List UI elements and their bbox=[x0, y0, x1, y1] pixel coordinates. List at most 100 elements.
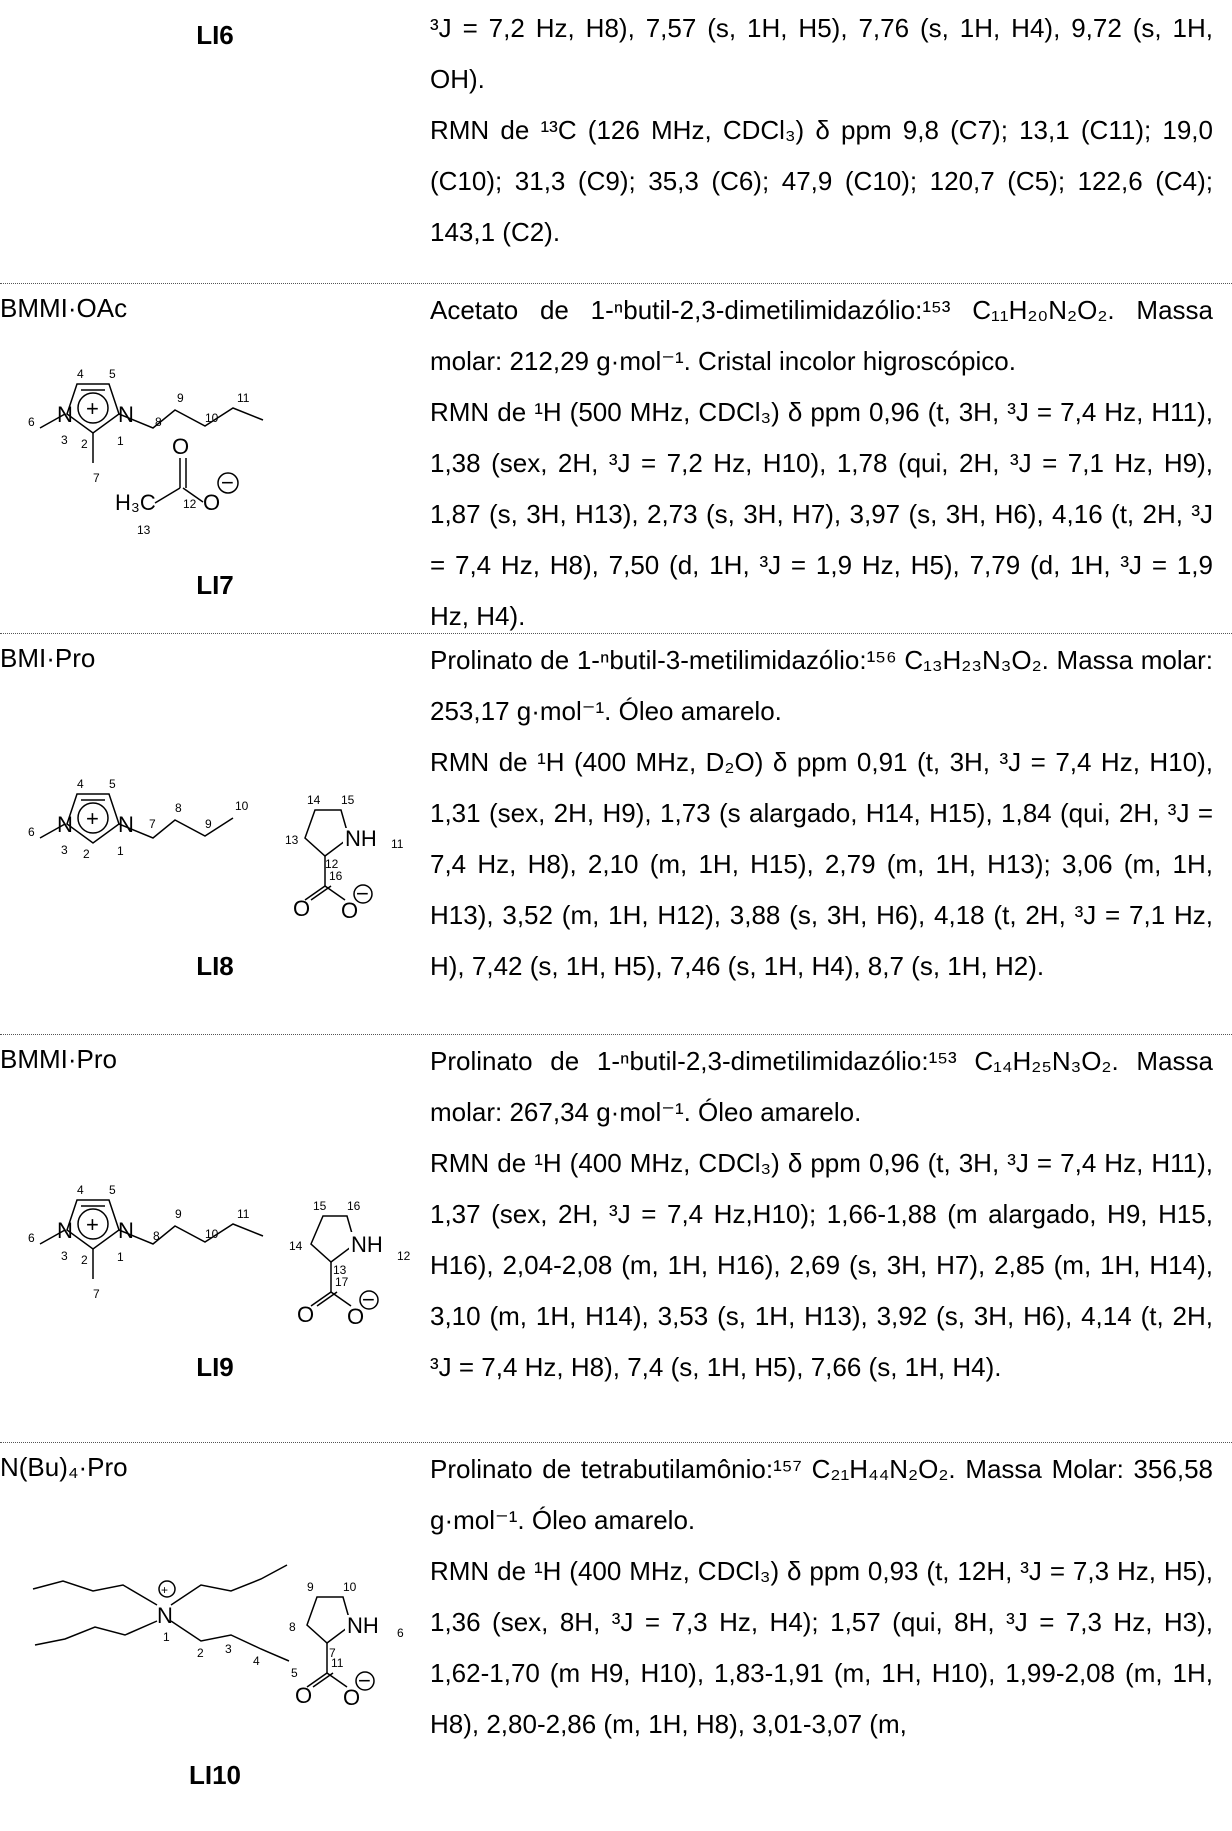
svg-text:2: 2 bbox=[81, 1253, 88, 1267]
svg-text:12: 12 bbox=[183, 497, 197, 511]
svg-text:3: 3 bbox=[61, 1249, 68, 1263]
row-divider bbox=[0, 633, 1232, 634]
description-paragraph: RMN de ¹H (400 MHz, CDCl₃) δ ppm 0,96 (t… bbox=[430, 1148, 1213, 1382]
svg-text:1: 1 bbox=[117, 1250, 124, 1264]
svg-text:8: 8 bbox=[155, 415, 162, 429]
entry-row-li7: BMMI·OAc N N O O H bbox=[0, 283, 1232, 633]
entry-row-li10: N(Bu)₄·Pro N + NH bbox=[0, 1442, 1232, 1831]
description-paragraph: RMN de ¹³C (126 MHz, CDCl₃) δ ppm 9,8 (C… bbox=[430, 115, 1213, 247]
compound-description: Acetato de 1-ⁿbutil-2,3-dimetilimidazóli… bbox=[430, 285, 1213, 642]
chemical-structure: N N O O H₃C + − 4 5 6 3 2 1 8 9 10 11 7 … bbox=[28, 367, 264, 537]
charge-label: + bbox=[86, 396, 99, 421]
compound-name: BMMI·OAc bbox=[0, 293, 128, 323]
svg-text:6: 6 bbox=[28, 415, 35, 429]
svg-text:16: 16 bbox=[347, 1199, 361, 1213]
svg-text:10: 10 bbox=[205, 411, 219, 425]
svg-text:2: 2 bbox=[197, 1646, 204, 1660]
svg-text:5: 5 bbox=[109, 1183, 116, 1197]
atom-label: N bbox=[118, 402, 134, 427]
description-cell: Acetato de 1-ⁿbutil-2,3-dimetilimidazóli… bbox=[430, 283, 1213, 633]
svg-text:5: 5 bbox=[109, 367, 116, 381]
svg-text:4: 4 bbox=[77, 1183, 84, 1197]
compound-code: LI6 bbox=[196, 20, 234, 50]
structure-cell: BMI·Pro N N + NH O O bbox=[0, 633, 430, 1034]
svg-text:8: 8 bbox=[289, 1620, 296, 1634]
svg-text:13: 13 bbox=[137, 523, 151, 537]
charge-label: − bbox=[356, 881, 369, 906]
svg-text:9: 9 bbox=[177, 391, 184, 405]
compound-name: BMI·Pro bbox=[0, 643, 96, 673]
svg-text:13: 13 bbox=[285, 833, 299, 847]
svg-text:3: 3 bbox=[61, 843, 68, 857]
atom-label: NH bbox=[345, 826, 377, 851]
svg-text:3: 3 bbox=[225, 1642, 232, 1656]
atom-label: O bbox=[293, 896, 310, 921]
svg-text:1: 1 bbox=[163, 1630, 170, 1644]
entry-row-li8: BMI·Pro N N + NH O O bbox=[0, 633, 1232, 1034]
compound-name: N(Bu)₄·Pro bbox=[0, 1452, 128, 1482]
row-divider bbox=[0, 1034, 1232, 1035]
svg-text:11: 11 bbox=[237, 391, 250, 405]
svg-text:1: 1 bbox=[117, 844, 124, 858]
description-paragraph: RMN de ¹H (400 MHz, D₂O) δ ppm 0,91 (t, … bbox=[430, 747, 1213, 981]
charge-label: − bbox=[358, 1668, 371, 1693]
atom-label: O bbox=[295, 1683, 312, 1708]
svg-text:8: 8 bbox=[153, 1229, 160, 1243]
compound-code: LI9 bbox=[196, 1352, 234, 1382]
chemical-structure: N N + NH O O − 4 5 6 3 2 1 7 8 9 10 14 1… bbox=[28, 777, 404, 923]
svg-text:6: 6 bbox=[28, 1231, 35, 1245]
compound-name: BMMI·Pro bbox=[0, 1044, 117, 1074]
svg-text:11: 11 bbox=[237, 1207, 250, 1221]
atom-label: NH bbox=[351, 1232, 383, 1257]
svg-text:12: 12 bbox=[325, 857, 339, 871]
svg-text:14: 14 bbox=[307, 793, 321, 807]
svg-text:5: 5 bbox=[291, 1666, 298, 1680]
svg-text:1: 1 bbox=[117, 434, 124, 448]
charge-label: + bbox=[161, 1583, 168, 1597]
atom-label: O bbox=[341, 898, 358, 923]
entry-row-li6: LI6 ³J = 7,2 Hz, H8), 7,57 (s, 1H, H5), … bbox=[0, 0, 1232, 283]
atom-label: N bbox=[57, 402, 73, 427]
atom-label: N bbox=[118, 812, 134, 837]
chemical-structure: N + NH O O − 1 2 3 4 5 6 7 8 9 10 11 bbox=[32, 1564, 404, 1710]
svg-text:7: 7 bbox=[93, 471, 100, 485]
atom-label: NH bbox=[347, 1613, 379, 1638]
svg-text:3: 3 bbox=[61, 433, 68, 447]
description-paragraph: Prolinato de 1-ⁿbutil-2,3-dimetilimidazó… bbox=[430, 1046, 1213, 1127]
compound-description: ³J = 7,2 Hz, H8), 7,57 (s, 1H, H5), 7,76… bbox=[430, 3, 1213, 258]
svg-text:15: 15 bbox=[341, 793, 355, 807]
atom-label: O bbox=[347, 1304, 364, 1329]
row-divider bbox=[0, 1442, 1232, 1443]
compound-code: LI10 bbox=[188, 1760, 242, 1790]
structure-cell: BMMI·OAc N N O O H bbox=[0, 283, 430, 633]
svg-text:6: 6 bbox=[397, 1626, 404, 1640]
atom-label: H₃C bbox=[115, 490, 156, 515]
svg-text:4: 4 bbox=[77, 367, 84, 381]
description-paragraph: RMN de ¹H (500 MHz, CDCl₃) δ ppm 0,96 (t… bbox=[430, 397, 1213, 631]
svg-text:14: 14 bbox=[289, 1239, 303, 1253]
atom-label: O bbox=[203, 490, 220, 515]
description-cell: Prolinato de 1-ⁿbutil-2,3-dimetilimidazó… bbox=[430, 1034, 1213, 1442]
atom-label: N bbox=[57, 1218, 73, 1243]
atom-label: N bbox=[118, 1218, 134, 1243]
svg-text:7: 7 bbox=[93, 1287, 100, 1301]
atom-label: N bbox=[157, 1603, 173, 1628]
svg-text:17: 17 bbox=[335, 1275, 349, 1289]
description-cell: Prolinato de tetrabutilamônio:¹⁵⁷ C₂₁H₄₄… bbox=[430, 1442, 1213, 1831]
description-paragraph: Acetato de 1-ⁿbutil-2,3-dimetilimidazóli… bbox=[430, 295, 1213, 376]
svg-text:13: 13 bbox=[333, 1263, 347, 1277]
compound-code: LI8 bbox=[196, 951, 234, 981]
charge-label: − bbox=[221, 470, 234, 495]
description-paragraph: Prolinato de 1-ⁿbutil-3-metilimidazólio:… bbox=[430, 645, 1213, 726]
svg-text:4: 4 bbox=[77, 777, 84, 791]
svg-text:6: 6 bbox=[28, 825, 35, 839]
svg-text:4: 4 bbox=[253, 1654, 260, 1668]
svg-text:9: 9 bbox=[175, 1207, 182, 1221]
svg-text:10: 10 bbox=[343, 1580, 357, 1594]
compound-code: LI7 bbox=[196, 570, 234, 600]
svg-text:11: 11 bbox=[331, 1656, 344, 1670]
structure-cell: BMMI·Pro N N + NH O O bbox=[0, 1034, 430, 1442]
svg-text:12: 12 bbox=[397, 1249, 411, 1263]
description-paragraph: RMN de ¹H (400 MHz, CDCl₃) δ ppm 0,93 (t… bbox=[430, 1556, 1213, 1739]
